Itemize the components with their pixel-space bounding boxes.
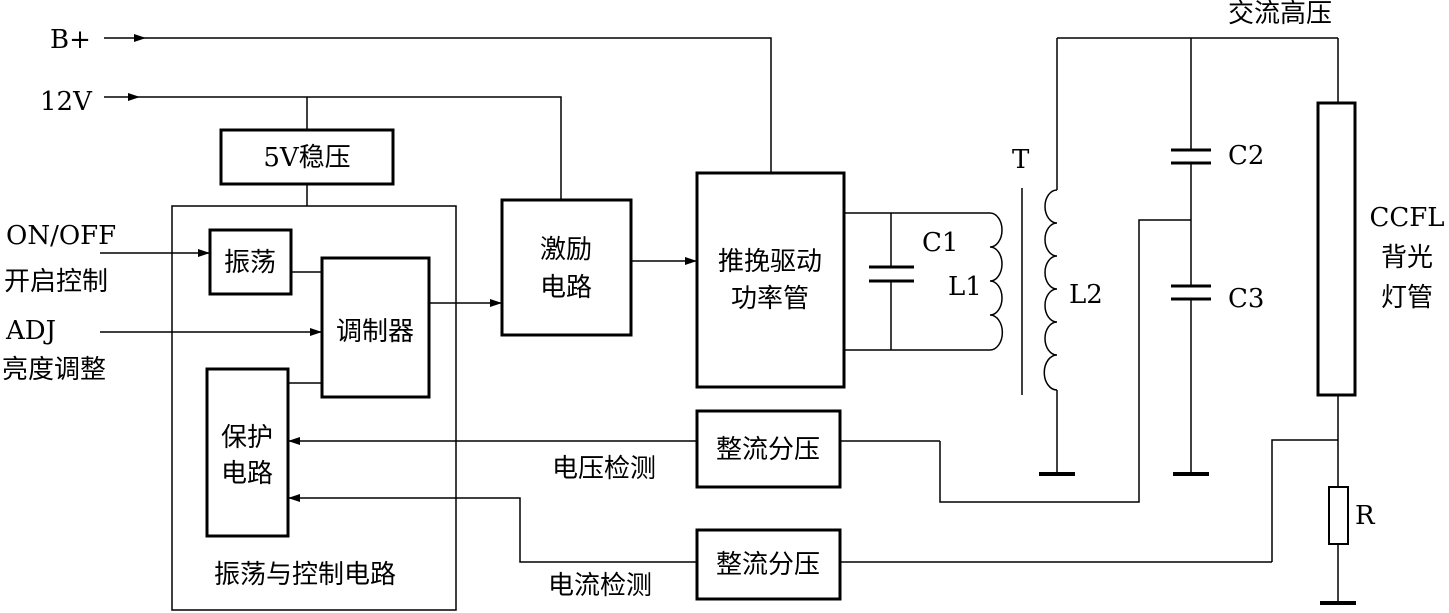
l1-coil — [989, 212, 1004, 351]
pushpull-label-2: 功率管 — [731, 284, 809, 314]
on-off-cn-label: 开启控制 — [4, 267, 108, 297]
driver-block — [500, 198, 633, 337]
lamp-return-wire — [1271, 439, 1338, 562]
l1-label: L1 — [948, 272, 982, 302]
adj-cn-label: 亮度调整 — [2, 355, 106, 385]
oscillator-label: 振荡 — [224, 248, 276, 278]
ccfl-lamp — [1316, 101, 1357, 397]
l2-coil — [1043, 189, 1058, 391]
b-plus-label: B+ — [50, 25, 91, 55]
modulator-block — [320, 256, 431, 399]
ccfl-label-1: CCFL — [1369, 203, 1444, 233]
driver-label-2: 电路 — [540, 273, 592, 303]
current-feedback-arrow — [288, 494, 697, 563]
ac-high-voltage-label: 交流高压 — [1228, 0, 1332, 29]
current-detect-label: 电流检测 — [548, 571, 652, 601]
voltage-detect-label: 电压检测 — [552, 454, 656, 484]
ccfl-label-3: 灯管 — [1381, 283, 1433, 313]
c3-label: C3 — [1228, 284, 1264, 314]
protection-block — [205, 367, 290, 538]
protection-label-1: 保护 — [221, 423, 273, 453]
driver-label-1: 激励 — [540, 235, 592, 265]
c1-label: C1 — [922, 228, 958, 258]
l2-label: L2 — [1069, 280, 1103, 310]
on-off-label: ON/OFF — [6, 221, 116, 251]
rectifier-voltage-block — [695, 409, 842, 489]
resistor-r — [1328, 486, 1349, 545]
ccfl-label-2: 背光 — [1381, 243, 1433, 273]
protection-label-2: 电路 — [221, 459, 273, 489]
osc-control-outer-box — [171, 205, 457, 611]
oscillator-block — [208, 228, 293, 296]
rectifier-current-block — [695, 528, 842, 601]
osc-control-caption: 振荡与控制电路 — [214, 560, 396, 590]
modulator-label: 调制器 — [336, 317, 414, 347]
12v-wire — [140, 96, 562, 200]
c2-label: C2 — [1228, 141, 1264, 171]
transformer-label: T — [1012, 145, 1030, 175]
pushpull-label-1: 推挽驱动 — [718, 247, 822, 277]
b-plus-wire — [146, 37, 772, 173]
voltage-sense-tap-wire — [939, 219, 1191, 503]
rectifier-current-label: 整流分压 — [716, 550, 820, 580]
regulator-label: 5V稳压 — [263, 143, 350, 173]
12v-label: 12V — [40, 87, 93, 117]
pushpull-block — [695, 171, 846, 389]
resistor-label: R — [1355, 501, 1376, 531]
adj-label: ADJ — [5, 316, 56, 346]
rectifier-voltage-label: 整流分压 — [716, 435, 820, 465]
